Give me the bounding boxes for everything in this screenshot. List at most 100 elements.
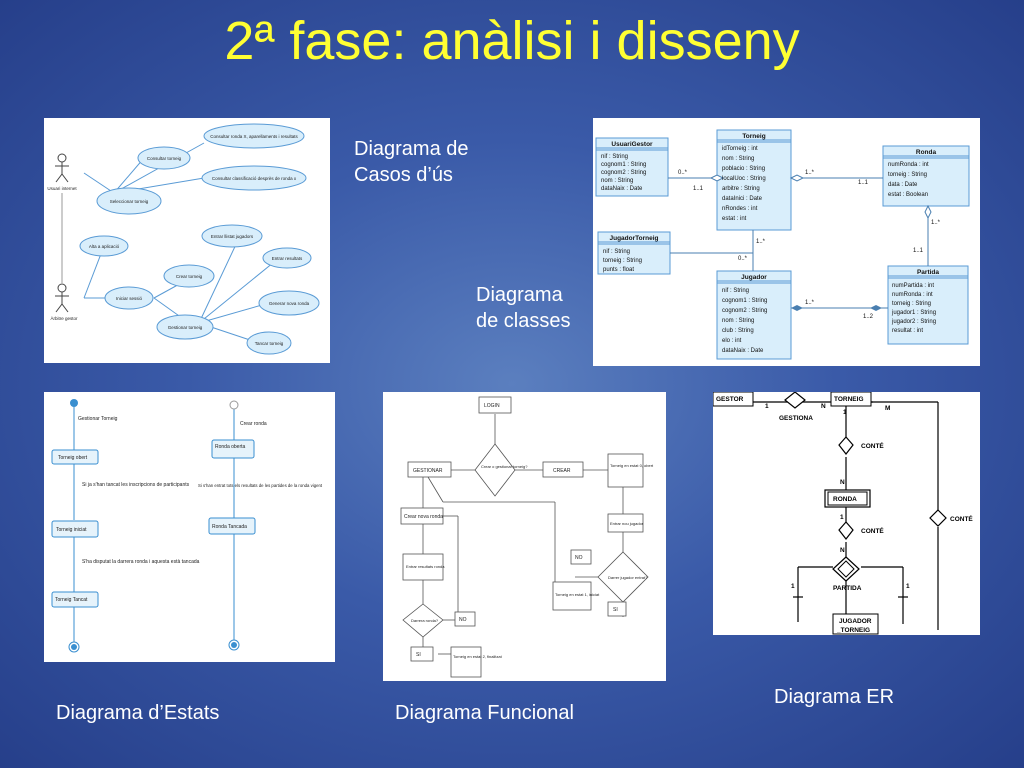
fn-crear: CREAR [553,468,571,474]
fn-obert: Torneig en estat 0, obert [610,463,654,468]
er-gestor: GESTOR [716,396,744,403]
class-attr: cognom1 : String [601,162,646,168]
state-obert: Torneig obert [58,455,88,461]
state-tancat: Torneig Tancat [55,597,88,603]
er-m: M [885,405,890,412]
class-ronda-name: Ronda [916,149,937,156]
class-diagram: UsuariGestor Torneig Ronda JugadorTornei… [593,118,980,366]
caption-classes: Diagrama de classes [476,282,571,334]
er-n: N [840,479,845,486]
caption-classes-line2: de classes [476,310,571,332]
class-attr: data : Date [888,182,918,188]
class-attr: torneig : String [888,172,927,178]
class-attr: dataNaix : Date [601,186,643,192]
class-attr: nif : String [603,249,630,255]
state-gestionar: Gestionar Torneig [78,416,118,422]
class-attr: elo : int [722,338,742,344]
class-attr: numRonda : int [892,292,933,298]
caption-use-cases-line2: Casos d’ús [354,164,453,186]
use-case-diagram: Usuari internet Àrbitre gestor Consultar… [44,118,330,363]
mult-label: 0..* [678,170,688,176]
mult-label: 1..1 [913,248,924,254]
class-attr: punts : float [603,267,634,273]
state-crear-ronda: Crear ronda [240,421,267,427]
slide-title: 2ª fase: anàlisi i disseny [224,11,800,71]
er-one: 1 [765,403,769,410]
uc-alta: Alta a aplicació [89,244,120,249]
uc-entrar-resultats: Entrar resultats [272,256,303,261]
mult-label: 1..* [805,170,815,176]
state-note1: Si ja s'han tancat les inscripcions de p… [82,482,190,488]
state-ronda-tancada: Ronda Tancada [212,524,247,530]
class-attr: cognom2 : String [601,170,646,176]
fn-entrar-resultats: Entrar resultats ronda [406,564,445,569]
fn-nova-ronda: Crear nova ronda [404,514,443,520]
class-attr: jugador1 : String [891,310,936,316]
mult-label: 1..* [756,239,766,245]
er-one: 1 [843,409,847,416]
er-one: 1 [840,514,844,521]
mult-label: 1..2 [863,314,874,320]
er-ronda: RONDA [833,496,857,503]
er-conte: CONTÉ [861,441,884,450]
fn-no1: NO [575,555,583,561]
mult-label: 1..* [805,300,815,306]
class-attr: nif : String [722,288,749,294]
fn-si1: SI [613,607,618,613]
class-attr: localUoc : String [722,176,766,182]
mult-label: 1..1 [858,180,869,186]
uc-seleccionar: Seleccionar torneig [110,199,149,204]
er-n: N [821,403,826,410]
mult-label: 0..* [738,256,748,262]
class-attr: idTorneig : int [722,146,758,152]
uc-gestionar: Gestionar torneig [168,325,203,330]
er-one: 1 [906,583,910,590]
class-attr: estat : Boolean [888,192,928,198]
fn-entrar-jugador: Entrar nou jugador [610,521,644,526]
uc-iniciar: Iniciar sessió [116,296,143,301]
state-ronda-oberta: Ronda oberta [215,444,246,450]
state-note2: S'ha disputat la darrera ronda i aquesta… [82,559,200,565]
fn-darrer-jugador: Darrer jugador entrat? [608,575,648,580]
class-jugadortorneig-name: JugadorTorneig [610,235,659,242]
fn-si2: SI [416,652,421,658]
caption-states: Diagrama d’Estats [56,702,220,724]
class-attr: nom : String [601,178,633,184]
class-attr: nom : String [722,318,754,324]
class-usuari-name: UsuariGestor [611,141,653,148]
class-attr: torneig : String [892,301,931,307]
uc-classificacio: Consultar classificació desprès de ronda… [212,176,297,181]
class-attr: dataNaix : Date [722,348,764,354]
mult-label: 1..1 [693,186,704,192]
class-attr: resultat : int [892,328,923,334]
class-jugador-name: Jugador [741,274,767,281]
class-attr: club : String [722,328,754,334]
class-attr: nRondes : int [722,206,758,212]
caption-use-cases: Diagrama de Casos d’ús [354,136,469,188]
uc-crear: Crear torneig [176,274,203,279]
functional-diagram: LOGIN Crear o gestionar torneig? GESTION… [383,392,666,681]
class-torneig-name: Torneig [742,133,765,140]
fn-gestionar: GESTIONAR [413,468,443,474]
er-jugador-torneig-2: _TORNEIG [836,627,870,634]
class-attr: numPartida : int [892,283,934,289]
uc-actor-admin: Àrbitre gestor [50,315,78,321]
er-partida: PARTIDA [833,585,862,592]
uc-actor-internet: Usuari internet [47,186,77,191]
state-diagram: Gestionar Torneig Torneig obert Si ja s'… [44,392,335,662]
fn-iniciat: Torneig en estat 1, iniciat [555,592,600,597]
caption-er: Diagrama ER [774,686,895,708]
class-attr: estat : int [722,216,747,222]
uc-generar: Generar nova ronda [269,301,310,306]
class-attr: arbitre : String [722,186,760,192]
uc-consultar-torneig: Consultar torneig [147,156,182,161]
class-attr: torneig : String [603,258,642,264]
class-attr: dataInici : Date [722,196,763,202]
er-torneig: TORNEIG [834,396,864,403]
uc-consultar-ronda: Consultar ronda X, aparellaments i resul… [210,134,298,139]
state-iniciat: Torneig iniciat [56,527,87,533]
caption-classes-line1: Diagrama [476,284,563,306]
class-attr: nif : String [601,154,628,160]
fn-finalitzat: Torneig en estat 2, finalitzat [453,654,503,659]
mult-label: 1..* [931,220,941,226]
